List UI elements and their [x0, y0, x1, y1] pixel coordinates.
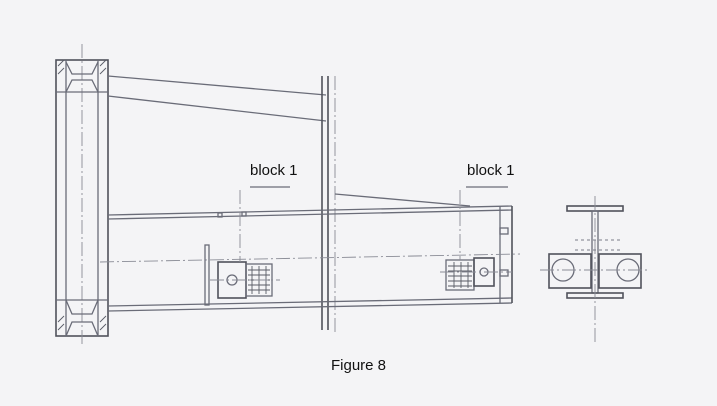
left-column — [55, 44, 109, 346]
right-block-hatching — [448, 262, 472, 288]
right-block-assembly — [440, 186, 512, 291]
block-label-right: block 1 — [467, 162, 515, 179]
vertical-post — [321, 76, 336, 332]
block-label-left: block 1 — [250, 162, 298, 179]
column-bottom-flange — [56, 299, 108, 337]
left-block-hatching — [248, 266, 270, 294]
left-block-assembly — [204, 186, 290, 306]
cross-section-view — [540, 196, 650, 342]
lower-strut — [334, 193, 471, 207]
horizontal-beam — [99, 205, 521, 312]
upper-brace — [107, 75, 327, 122]
column-top-flange — [56, 59, 108, 93]
figure-caption: Figure 8 — [331, 357, 387, 374]
